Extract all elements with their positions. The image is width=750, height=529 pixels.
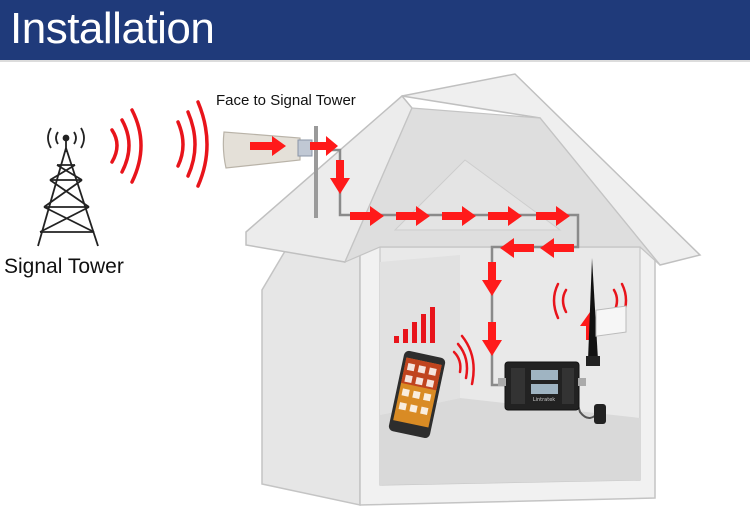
page-title: Installation [10,4,215,53]
signal-flow-arrows [250,136,600,356]
signal-bars-icon [394,307,435,343]
tower-signal-waves [110,100,209,188]
signal-tower-label: Signal Tower [4,255,124,278]
house-roof-back [401,73,702,266]
phone-signal-waves [452,334,475,386]
booster-brand: Lintratek [533,397,555,403]
antenna-direction-label: Face to Signal Tower [216,92,356,109]
tower-icon [37,127,99,247]
house-floor [380,398,640,485]
house-attic [393,159,562,231]
header-banner: Installation [0,0,750,62]
smartphone-icon [388,350,446,439]
booster-icon: Lintratek [498,361,586,411]
power-adapter-icon [594,305,627,424]
